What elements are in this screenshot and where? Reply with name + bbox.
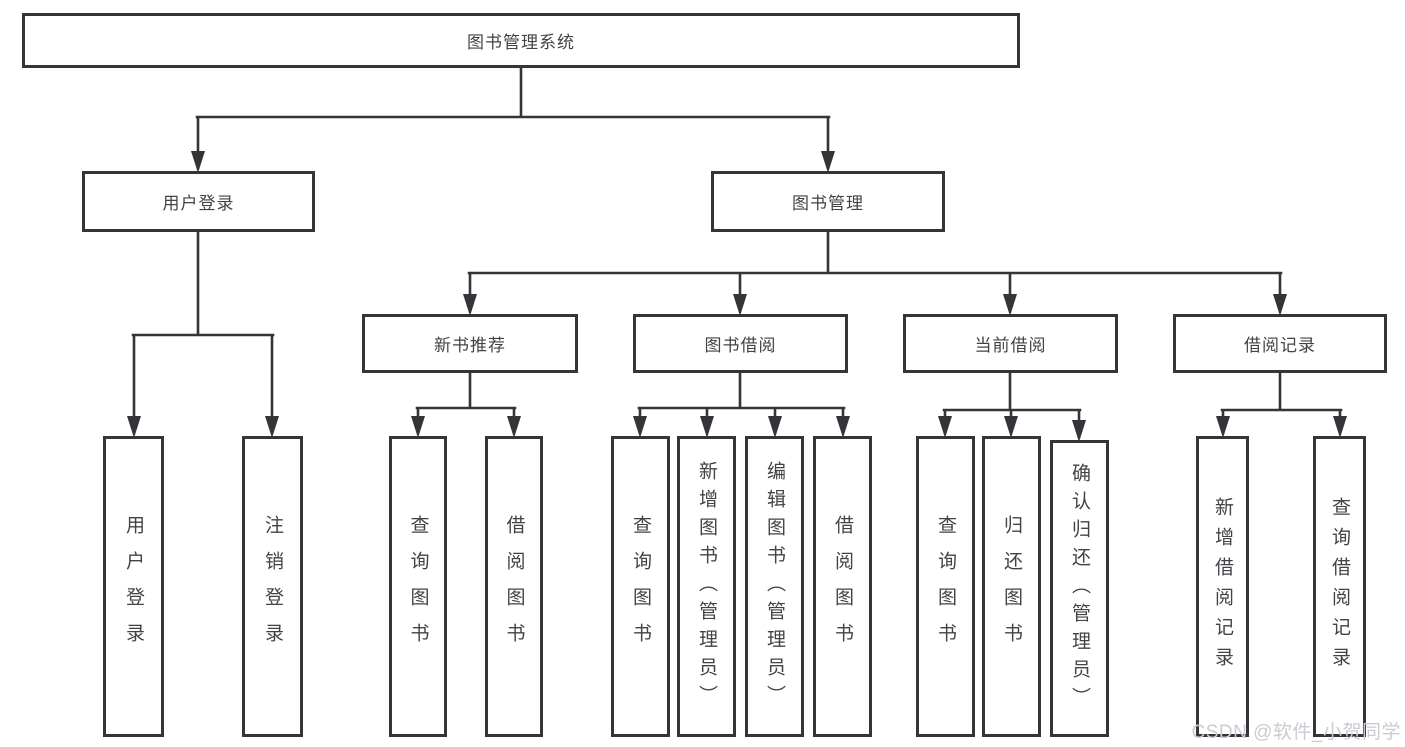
node-book-management: 图书管理 <box>711 171 945 232</box>
leaf-label: 借阅图书 <box>832 514 853 659</box>
node-new-book-recommend: 新书推荐 <box>362 314 578 373</box>
leaf-label: 确认归还（管理员） <box>1069 462 1090 715</box>
leaf-edit-book-admin: 编辑图书（管理员） <box>745 436 804 737</box>
leaf-add-borrow-record: 新增借阅记录 <box>1196 436 1249 737</box>
node-label: 图书借阅 <box>704 336 777 355</box>
node-label: 图书管理 <box>792 194 864 213</box>
node-label: 图书管理系统 <box>467 33 575 52</box>
leaf-label: 注销登录 <box>262 514 283 659</box>
leaf-return-books: 归还图书 <box>982 436 1041 737</box>
node-label: 借阅记录 <box>1244 336 1316 355</box>
node-book-borrowing: 图书借阅 <box>633 314 848 373</box>
leaf-borrow-books: 借阅图书 <box>485 436 543 737</box>
node-user-login: 用户登录 <box>82 171 315 232</box>
leaf-query-books: 查询图书 <box>611 436 670 737</box>
leaf-label: 用户登录 <box>123 514 144 659</box>
leaf-logout: 注销登录 <box>242 436 303 737</box>
leaf-borrow-books: 借阅图书 <box>813 436 872 737</box>
node-label: 新书推荐 <box>434 336 506 355</box>
leaf-query-books: 查询图书 <box>389 436 447 737</box>
node-label: 当前借阅 <box>974 336 1047 355</box>
node-borrow-records: 借阅记录 <box>1173 314 1387 373</box>
leaf-query-books: 查询图书 <box>916 436 975 737</box>
leaf-user-login: 用户登录 <box>103 436 164 737</box>
csdn-watermark: CSDN @软件_小贺同学 <box>1191 722 1401 743</box>
leaf-label: 查询图书 <box>935 514 956 659</box>
leaf-label: 编辑图书（管理员） <box>764 460 785 713</box>
leaf-label: 查询借阅记录 <box>1329 496 1350 677</box>
leaf-add-book-admin: 新增图书（管理员） <box>677 436 736 737</box>
leaf-label: 新增图书（管理员） <box>696 460 717 713</box>
node-current-borrowing: 当前借阅 <box>903 314 1118 373</box>
leaf-label: 归还图书 <box>1001 514 1022 659</box>
node-label: 用户登录 <box>162 194 235 213</box>
leaf-label: 新增借阅记录 <box>1212 496 1233 677</box>
leaf-label: 查询图书 <box>630 514 651 659</box>
leaf-query-borrow-record: 查询借阅记录 <box>1313 436 1366 737</box>
leaf-confirm-return-admin: 确认归还（管理员） <box>1050 440 1109 737</box>
leaf-label: 查询图书 <box>407 514 429 659</box>
node-system-root: 图书管理系统 <box>22 13 1020 68</box>
leaf-label: 借阅图书 <box>503 514 525 659</box>
